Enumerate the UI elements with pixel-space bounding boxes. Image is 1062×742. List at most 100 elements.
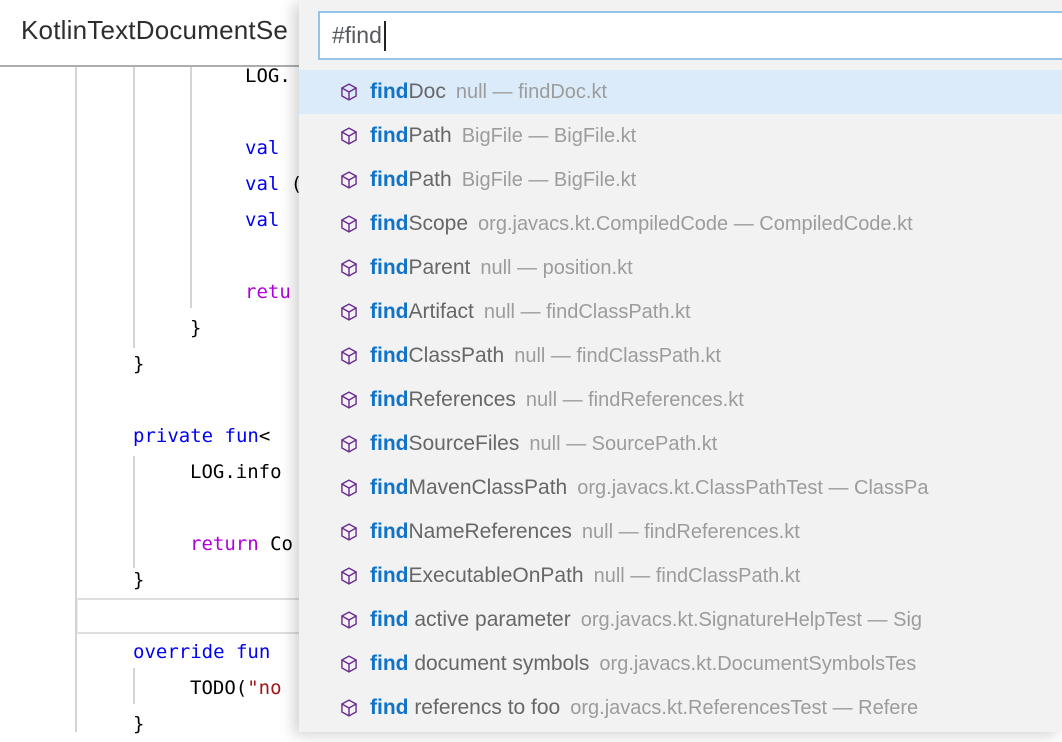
result-detail: org.javacs.kt.DocumentSymbolsTes: [599, 652, 917, 675]
code-line[interactable]: val: [245, 130, 279, 166]
current-line-highlight: [77, 598, 300, 634]
quick-open-result[interactable]: findExecutableOnPath null — findClassPat…: [299, 554, 1062, 598]
quick-open-result-list: findDoc null — findDoc.kt findPath BigFi…: [299, 70, 1062, 732]
code-token: return: [190, 533, 259, 555]
result-detail: null — findDoc.kt: [455, 80, 608, 103]
result-label: findArtifact: [370, 300, 474, 323]
search-query-text: #find: [332, 22, 382, 48]
quick-open-result[interactable]: findReferences null — findReferences.kt: [299, 378, 1062, 422]
code-line[interactable]: val: [245, 202, 279, 238]
code-line[interactable]: LOG.: [245, 58, 291, 94]
code-line[interactable]: private fun<: [133, 418, 270, 454]
quick-open-result[interactable]: findArtifact null — findClassPath.kt: [299, 290, 1062, 334]
result-detail: org.javacs.kt.ReferencesTest — Refere: [570, 696, 919, 719]
code-line[interactable]: TODO("no: [190, 670, 282, 706]
code-line[interactable]: }: [133, 706, 144, 742]
code-token: val: [245, 209, 280, 231]
result-label: findScope: [370, 212, 469, 235]
symbol-method-icon: [339, 566, 359, 586]
symbol-method-icon: [339, 698, 359, 718]
result-detail: org.javacs.kt.CompiledCode — CompiledCod…: [478, 212, 913, 235]
code-line[interactable]: }: [190, 310, 201, 346]
code-line[interactable]: val (: [245, 166, 302, 202]
quick-open-result[interactable]: findSourceFiles null — SourcePath.kt: [299, 422, 1062, 466]
result-label: findParent: [370, 256, 471, 279]
result-label: findPath: [370, 124, 452, 147]
result-detail: org.javacs.kt.SignatureHelpTest — Sig: [580, 608, 923, 631]
result-label: findClassPath: [370, 344, 505, 367]
code-token: (: [279, 173, 303, 195]
result-label: find document symbols: [370, 652, 590, 675]
quick-open-result[interactable]: findClassPath null — findClassPath.kt: [299, 334, 1062, 378]
code-token: LOG.info: [190, 461, 282, 483]
symbol-method-icon: [339, 654, 359, 674]
result-detail: null — findReferences.kt: [581, 520, 800, 543]
result-detail: null — position.kt: [480, 256, 633, 279]
quick-open-result[interactable]: findParent null — position.kt: [299, 246, 1062, 290]
result-detail: null — findReferences.kt: [525, 388, 744, 411]
result-detail: org.javacs.kt.ClassPathTest — ClassPa: [577, 476, 929, 499]
indent-guide: [133, 668, 135, 704]
code-line[interactable]: }: [133, 562, 144, 598]
quick-open-popup: #find findDoc null — findDoc.kt findPath…: [299, 0, 1062, 732]
symbol-method-icon: [339, 610, 359, 630]
result-detail: null — findClassPath.kt: [483, 300, 691, 323]
result-label: findMavenClassPath: [370, 476, 568, 499]
code-token: private fun: [133, 425, 259, 447]
result-detail: null — findClassPath.kt: [514, 344, 721, 367]
quick-open-result[interactable]: findPath BigFile — BigFile.kt: [299, 158, 1062, 202]
editor-tab-title[interactable]: KotlinTextDocumentSe: [21, 15, 289, 45]
result-label: findSourceFiles: [370, 432, 520, 455]
result-label: find active parameter: [370, 608, 571, 631]
result-label: findReferences: [370, 388, 516, 411]
code-token: }: [133, 353, 145, 375]
code-line[interactable]: LOG.info: [190, 454, 282, 490]
symbol-method-icon: [339, 126, 359, 146]
result-detail: BigFile — BigFile.kt: [461, 124, 637, 147]
quick-open-result[interactable]: find document symbols org.javacs.kt.Docu…: [299, 642, 1062, 686]
symbol-method-icon: [339, 258, 359, 278]
code-token: Co: [258, 533, 293, 555]
result-detail: null — findClassPath.kt: [593, 564, 801, 587]
symbol-method-icon: [339, 390, 359, 410]
indent-guide: [75, 67, 77, 732]
symbol-method-icon: [339, 522, 359, 542]
code-token: }: [190, 317, 202, 339]
symbol-method-icon: [339, 214, 359, 234]
code-line[interactable]: }: [133, 346, 144, 382]
code-token: }: [133, 569, 145, 591]
code-token: val: [245, 137, 280, 159]
quick-open-result[interactable]: findPath BigFile — BigFile.kt: [299, 114, 1062, 158]
result-label: findPath: [370, 168, 452, 191]
code-token: TODO(: [190, 677, 248, 699]
quick-open-result[interactable]: find referencs to foo org.javacs.kt.Refe…: [299, 686, 1062, 730]
symbol-method-icon: [339, 302, 359, 322]
result-label: findExecutableOnPath: [370, 564, 584, 587]
code-token: }: [133, 713, 145, 735]
quick-open-result[interactable]: findDoc null — findDoc.kt: [299, 70, 1062, 114]
result-detail: BigFile — BigFile.kt: [461, 168, 637, 191]
code-token: override fun: [133, 641, 271, 663]
code-token: "no: [247, 677, 282, 699]
result-detail: null — SourcePath.kt: [529, 432, 718, 455]
indent-guide: [190, 67, 192, 308]
quick-open-search-input[interactable]: #find: [318, 11, 1062, 60]
symbol-method-icon: [339, 170, 359, 190]
quick-open-result[interactable]: find active parameter org.javacs.kt.Sign…: [299, 598, 1062, 642]
code-line[interactable]: override fun: [133, 634, 270, 670]
symbol-method-icon: [339, 346, 359, 366]
indent-guide: [133, 67, 135, 348]
quick-open-result[interactable]: findNameReferences null — findReferences…: [299, 510, 1062, 554]
text-cursor: [383, 20, 386, 51]
quick-open-result[interactable]: findScope org.javacs.kt.CompiledCode — C…: [299, 202, 1062, 246]
result-label: findDoc: [370, 80, 446, 103]
code-token: retu: [245, 281, 291, 303]
symbol-method-icon: [339, 478, 359, 498]
code-line[interactable]: retu: [245, 274, 291, 310]
symbol-method-icon: [339, 82, 359, 102]
quick-open-result[interactable]: findMavenClassPath org.javacs.kt.ClassPa…: [299, 466, 1062, 510]
code-line[interactable]: return Co: [190, 526, 293, 562]
code-token: val: [245, 173, 280, 195]
result-label: find referencs to foo: [370, 696, 561, 719]
